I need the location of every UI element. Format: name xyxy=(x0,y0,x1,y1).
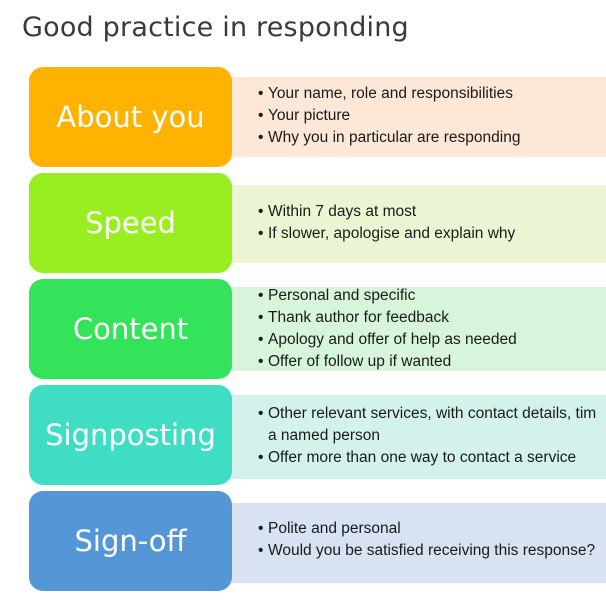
bullet: Why you in particular are responding xyxy=(258,127,606,149)
row-sign-off: Sign-off Polite and personal Would you b… xyxy=(0,491,606,591)
row-content: Content Personal and specific Thank auth… xyxy=(0,279,606,379)
row-about-you: About you Your name, role and responsibi… xyxy=(0,67,606,167)
bullet: Polite and personal xyxy=(258,518,606,540)
signposting-block: Signposting xyxy=(29,385,232,485)
row-speed: Speed Within 7 days at most If slower, a… xyxy=(0,173,606,273)
bullet: Your name, role and responsibilities xyxy=(258,83,606,105)
bullet: Your picture xyxy=(258,105,606,127)
content-bullets: Personal and specific Thank author for f… xyxy=(258,285,606,373)
content-block: Content xyxy=(29,279,232,379)
row-signposting: Signposting Other relevant services, wit… xyxy=(0,385,606,485)
bullet: If slower, apologise and explain why xyxy=(258,223,606,245)
page-title: Good practice in responding xyxy=(22,12,409,43)
about-you-bullets: Your name, role and responsibilities You… xyxy=(258,83,606,149)
bullet: Offer of follow up if wanted xyxy=(258,351,606,373)
bullet-continuation: a named person xyxy=(268,427,381,444)
sign-off-bullets: Polite and personal Would you be satisfi… xyxy=(258,518,606,562)
bullet: Apology and offer of help as needed xyxy=(258,329,606,351)
signposting-bullets: Other relevant services, with contact de… xyxy=(258,403,606,469)
bullet: Personal and specific xyxy=(258,285,606,307)
bullet: Other relevant services, with contact de… xyxy=(258,403,606,425)
about-you-block: About you xyxy=(29,67,232,167)
bullet: Would you be satisfied receiving this re… xyxy=(258,540,606,562)
bullet: Within 7 days at most xyxy=(258,201,606,223)
sign-off-block: Sign-off xyxy=(29,491,232,591)
speed-block: Speed xyxy=(29,173,232,273)
bullet: Offer more than one way to contact a ser… xyxy=(258,447,606,469)
bullet: Thank author for feedback xyxy=(258,307,606,329)
speed-bullets: Within 7 days at most If slower, apologi… xyxy=(258,201,606,245)
